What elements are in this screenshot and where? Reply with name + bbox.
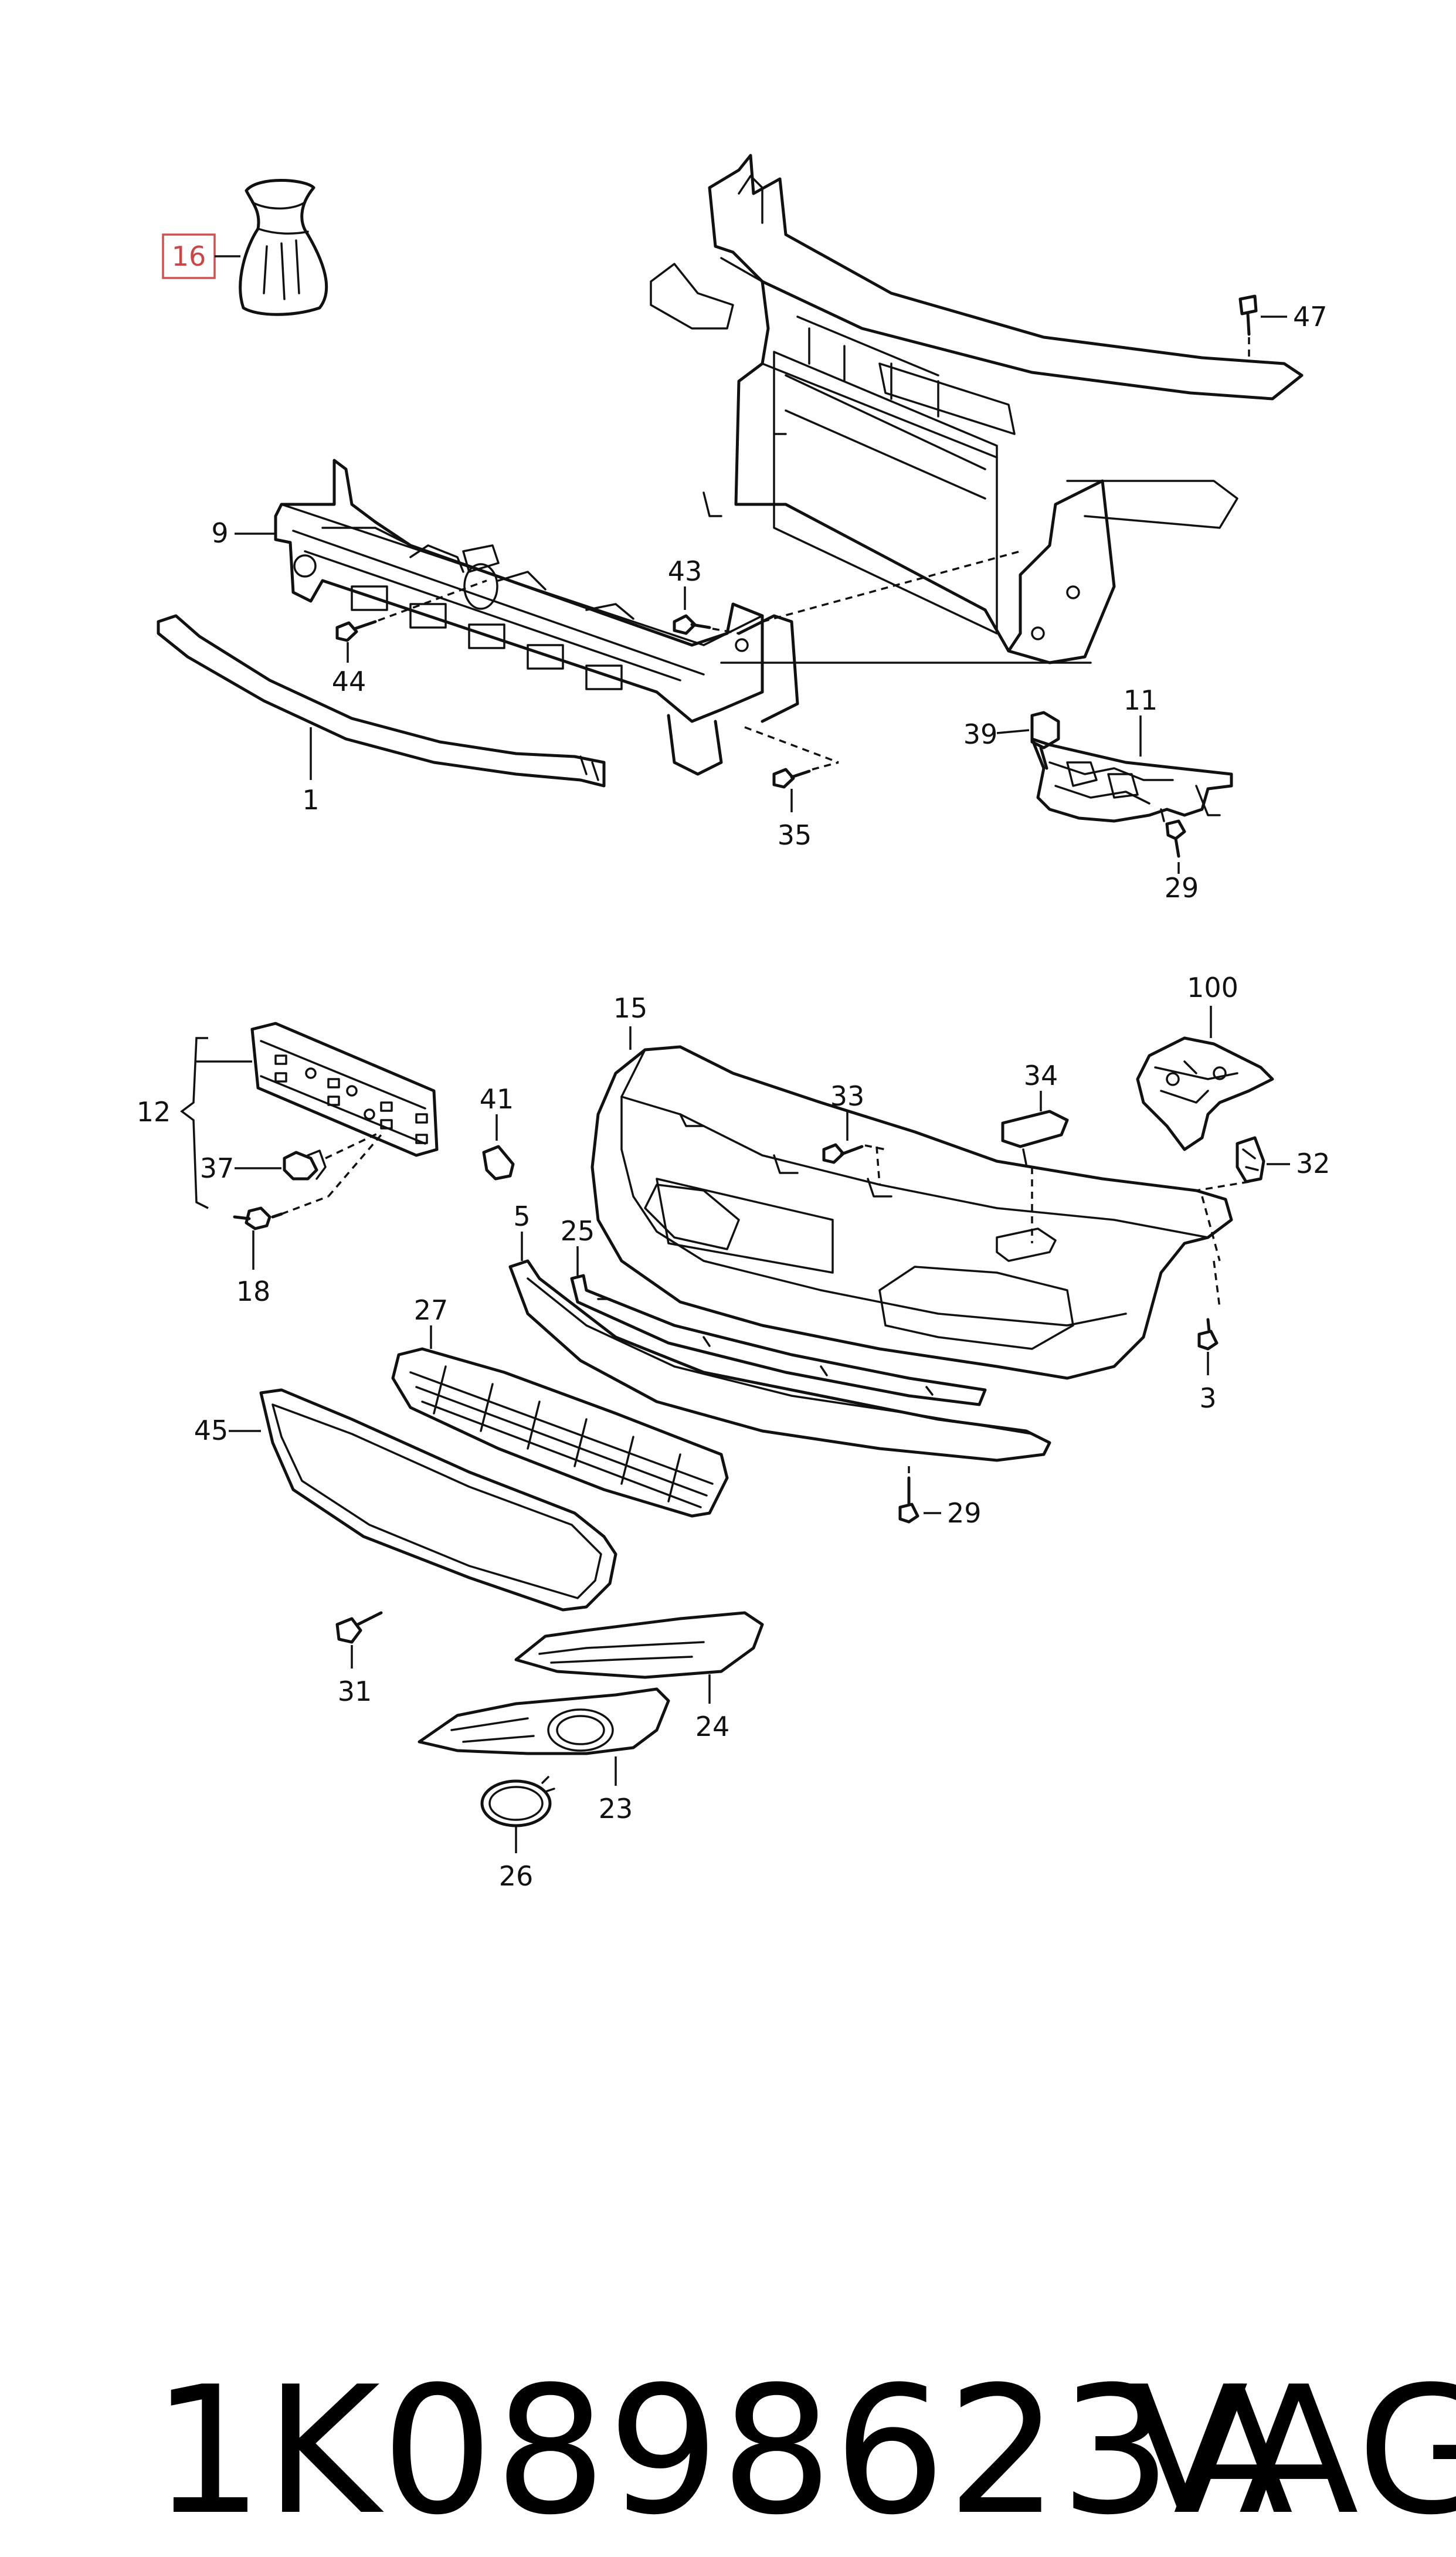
callout-24: 24 (695, 1711, 730, 1742)
callout-11: 11 (1124, 684, 1158, 716)
callout-41: 32 (1296, 1148, 1331, 1179)
part-29-screw-upper (1165, 819, 1186, 874)
part-43-screw (673, 586, 739, 635)
part-29-screw-lower (898, 1466, 941, 1524)
callout-25: 27 (414, 1294, 449, 1326)
part-33-nut (235, 1131, 382, 1181)
callout-23: 23 (599, 1793, 633, 1825)
callout-45: 3 (1199, 1382, 1216, 1414)
front-carrier (650, 154, 1304, 664)
part-32-plate-bracket (180, 1022, 439, 1209)
part-37-screw (822, 1111, 886, 1185)
part-100-bracket (1136, 1006, 1274, 1151)
callout-34: 18 (236, 1276, 271, 1307)
part-number: 1K0898623A (151, 2349, 1295, 2553)
callout-3: 5 (513, 1200, 530, 1232)
parts-diagram: 16 47 9 4 (137, 154, 1331, 1892)
part-23-fog-grille (418, 1687, 670, 1786)
part-44-screw (335, 579, 487, 663)
callout-29-upper: 29 (1165, 872, 1199, 904)
part-27-grille-frame (229, 1388, 617, 1612)
callout-33: 37 (200, 1152, 235, 1184)
part-47-screw (1238, 294, 1287, 361)
part-11-bracket (1030, 715, 1233, 823)
callout-15: 15 (613, 992, 648, 1024)
assembly-line-side-2 (1213, 1260, 1221, 1308)
callout-32: 12 (137, 1096, 171, 1128)
callout-18: 34 (1024, 1060, 1058, 1091)
callout-43: 43 (668, 555, 702, 587)
part-16-bag (162, 179, 328, 316)
callout-100: 100 (1187, 972, 1238, 1003)
callout-16: 16 (172, 240, 206, 272)
callout-5: 25 (561, 1215, 595, 1247)
callout-47: 47 (1293, 301, 1328, 333)
brand-name: VAG (1128, 2349, 1456, 2553)
part-3-spoiler (508, 1232, 1051, 1462)
assembly-line-side (1201, 1196, 1221, 1261)
callout-35: 35 (778, 819, 812, 851)
callout-31: 31 (338, 1676, 372, 1707)
callout-1: 1 (302, 784, 319, 816)
part-35-screw (744, 726, 839, 812)
callout-39: 39 (963, 718, 998, 750)
callout-44: 44 (332, 666, 366, 697)
part-45-screw (1197, 1318, 1219, 1375)
part-31-screw (335, 1611, 383, 1669)
callout-27: 45 (194, 1415, 229, 1446)
part-15-bumper-cover (590, 1026, 1233, 1380)
assembly-line (762, 550, 1021, 623)
part-41-clip (1196, 1136, 1290, 1192)
callout-26: 26 (499, 1860, 534, 1892)
callout-12: 41 (480, 1083, 514, 1115)
callout-37: 33 (830, 1080, 865, 1112)
part-39-clip (996, 711, 1060, 770)
part-5-trim (570, 1246, 987, 1406)
part-25-grille (391, 1325, 729, 1518)
part-26-ring (480, 1776, 555, 1853)
part-12-cap (482, 1114, 515, 1181)
part-1-trim-strip (157, 614, 606, 788)
part-34-stud (233, 1134, 382, 1270)
tow-hook-opening (996, 1227, 1057, 1262)
callout-9: 9 (211, 517, 228, 549)
callout-29-lower: 29 (947, 1497, 982, 1529)
part-24-fog-trim (514, 1611, 764, 1704)
